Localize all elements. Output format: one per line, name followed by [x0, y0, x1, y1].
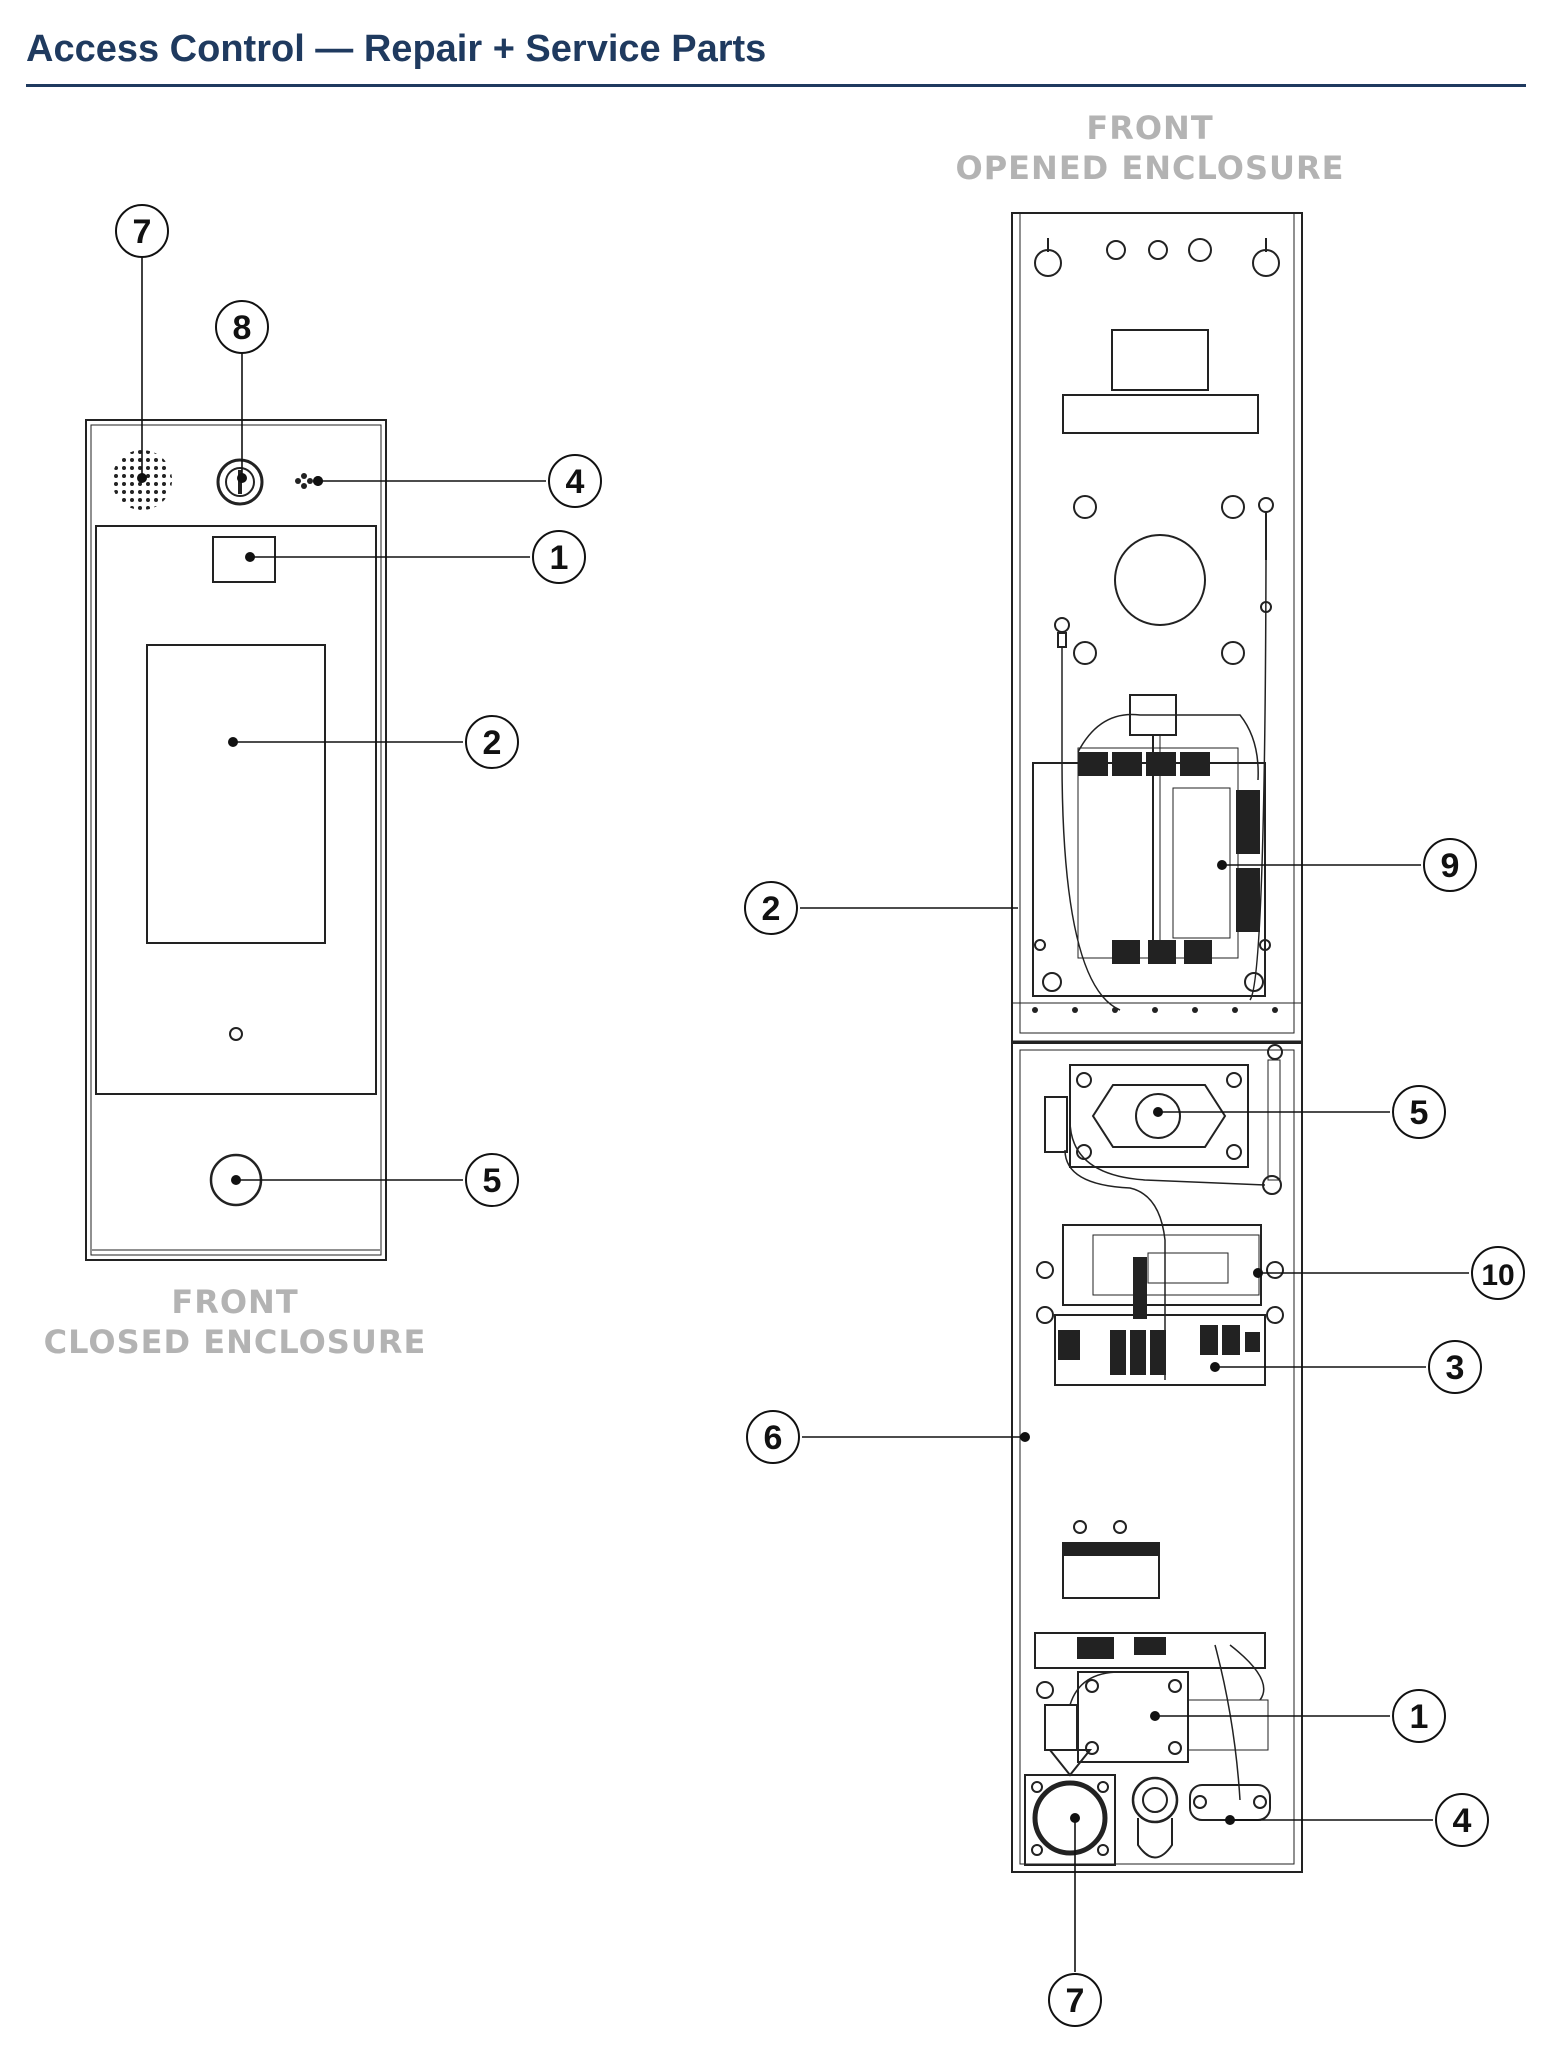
power-board	[1054, 1314, 1266, 1386]
callout-closed-2: 2	[465, 715, 519, 769]
power-board-connectors	[1058, 1325, 1260, 1375]
callout-label: 7	[133, 213, 152, 251]
callout-closed-8: 8	[215, 300, 269, 354]
controller-board	[1077, 747, 1239, 959]
callout-label: 1	[550, 539, 569, 577]
display-screen	[146, 644, 326, 944]
callout-opened-10: 10	[1471, 1246, 1525, 1300]
opened-enclosure	[1011, 212, 1303, 1873]
caption-closed-line2: CLOSED ENCLOSURE	[43, 1323, 427, 1361]
terminal-blocks-bottom	[1112, 940, 1212, 964]
callout-opened-6: 6	[746, 1410, 800, 1464]
speaker-opening	[1114, 534, 1206, 626]
callout-closed-7: 7	[115, 204, 169, 258]
callout-label: 5	[1410, 1094, 1429, 1132]
back-box	[1011, 1041, 1303, 1873]
callout-opened-2: 2	[744, 881, 798, 935]
terminal-blocks-right	[1236, 790, 1260, 932]
closed-face-panel	[95, 525, 377, 1095]
leader-dots	[137, 473, 1263, 1825]
callout-label: 7	[1066, 1982, 1085, 2020]
call-button-back-icon	[1135, 1093, 1181, 1139]
camera-board	[1034, 1632, 1266, 1669]
camera-window	[212, 536, 276, 583]
terminal-blocks-top	[1078, 752, 1210, 776]
callout-opened-4: 4	[1435, 1793, 1489, 1847]
callout-label: 10	[1481, 1259, 1514, 1292]
callout-closed-5: 5	[465, 1153, 519, 1207]
callout-label: 2	[762, 890, 781, 928]
callout-label: 6	[764, 1419, 783, 1457]
callout-label: 2	[483, 724, 502, 762]
callout-opened-9: 9	[1423, 838, 1477, 892]
callout-label: 3	[1446, 1349, 1465, 1387]
caption-opened-line1: FRONT	[1086, 109, 1214, 147]
callout-label: 4	[1453, 1802, 1472, 1840]
callout-opened-1: 1	[1392, 1689, 1446, 1743]
title-rule	[26, 84, 1526, 87]
caption-closed-enclosure: FRONT CLOSED ENCLOSURE	[20, 1282, 450, 1362]
closed-inner-housing	[90, 424, 382, 1256]
caption-closed-line1: FRONT	[171, 1283, 299, 1321]
callout-label: 9	[1441, 847, 1460, 885]
display-bracket	[1062, 394, 1259, 434]
closed-enclosure	[85, 419, 387, 1261]
callout-opened-5: 5	[1392, 1085, 1446, 1139]
caption-opened-enclosure: FRONT OPENED ENCLOSURE	[900, 108, 1400, 188]
callout-label: 1	[1410, 1698, 1429, 1736]
caption-opened-line2: OPENED ENCLOSURE	[955, 149, 1345, 187]
lock-cam-icon	[1131, 1776, 1179, 1859]
callout-closed-4: 4	[548, 454, 602, 508]
camera-module-back	[1077, 1671, 1189, 1763]
led-board	[1189, 1784, 1271, 1821]
leader-lines	[141, 252, 1469, 1972]
callout-label: 4	[566, 463, 585, 501]
callout-label: 5	[483, 1162, 502, 1200]
speaker-icon	[1032, 1780, 1108, 1856]
microphone-hole-icon	[229, 1027, 243, 1041]
button-plate	[1069, 1064, 1249, 1168]
ground-screw	[1262, 1175, 1282, 1195]
page-title: Access Control — Repair + Service Parts	[26, 28, 767, 70]
closed-outer-housing	[85, 419, 387, 1261]
callout-opened-3: 3	[1428, 1340, 1482, 1394]
relay-module	[1062, 1224, 1262, 1306]
callout-closed-1: 1	[532, 530, 586, 584]
callout-opened-7: 7	[1048, 1973, 1102, 2027]
camera-module	[1111, 329, 1209, 391]
keyhole-mount-icon	[1034, 238, 1280, 277]
callout-label: 8	[233, 309, 252, 347]
